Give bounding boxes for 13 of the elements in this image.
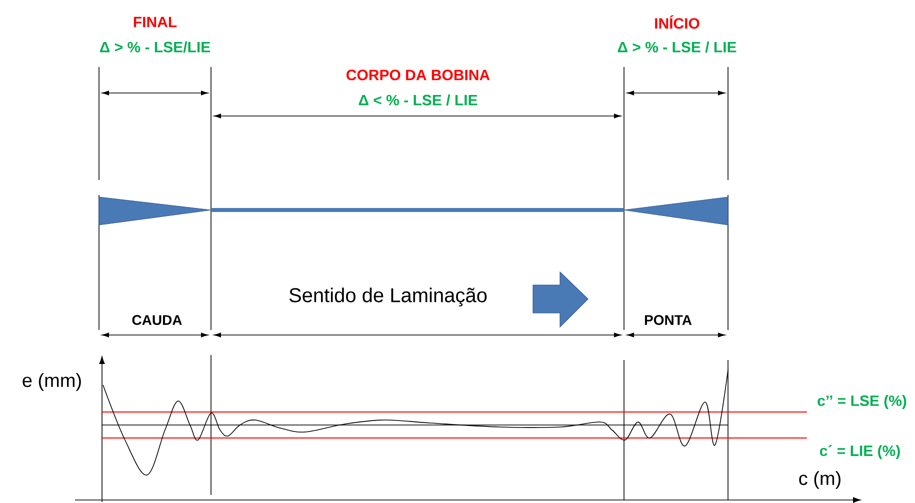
section-label: FINAL: [134, 16, 177, 28]
axis-label: e (mm): [22, 373, 81, 391]
direction-label: Sentido de Laminação: [289, 288, 487, 306]
tolerance-label: Δ > % - LSE / LIE: [618, 41, 736, 53]
section-label: PONTA: [644, 315, 692, 325]
axis-label: c (m): [799, 471, 840, 489]
section-label: CORPO DA BOBINA: [346, 70, 490, 80]
tolerance-label: Δ > % - LSE/LIE: [100, 41, 210, 53]
section-label: INÍCIO: [655, 15, 700, 29]
tolerance-label: Δ < % - LSE / LIE: [358, 94, 478, 106]
section-label: CAUDA: [132, 315, 182, 325]
limit-label: c´ = LIE (%): [820, 444, 900, 460]
limit-label: c’’ = LSE (%): [818, 395, 906, 409]
